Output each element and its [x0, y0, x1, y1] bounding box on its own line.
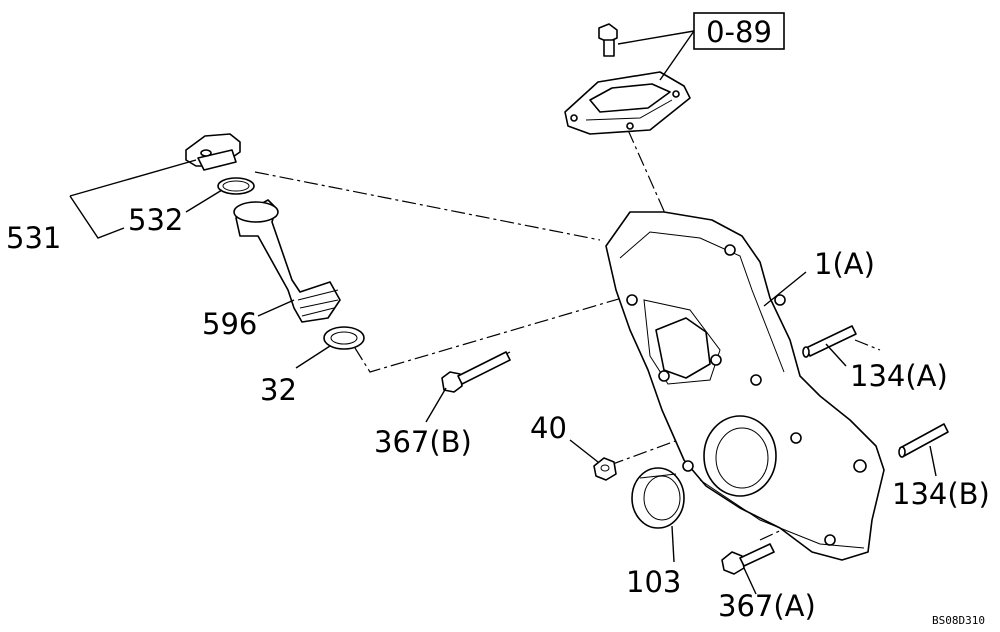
label-367a: 367(A): [718, 589, 816, 623]
label-1a: 1(A): [814, 247, 875, 281]
o-ring-532: [217, 177, 255, 195]
label-134a: 134(A): [850, 359, 948, 393]
reference-box-0-89: 0-89: [617, 12, 785, 81]
stud-134a: [802, 325, 857, 358]
timing-case-1a: [605, 211, 885, 561]
oil-seal-103: [631, 467, 685, 529]
filler-cap-531: [185, 133, 241, 171]
label-532: 532: [128, 203, 183, 237]
bolt-367a: [721, 543, 775, 575]
leader-lines: [69, 159, 937, 595]
label-103: 103: [626, 565, 681, 599]
label-134b: 134(B): [892, 477, 990, 511]
cover-bolt: [598, 23, 618, 57]
figure-code: BS08D310: [932, 614, 985, 627]
label-596: 596: [202, 307, 257, 341]
filler-pipe-596: [233, 199, 341, 323]
label-531: 531: [6, 221, 61, 255]
part-labels: 531 532 596 32 367(B) 40 1(A) 134(A) 134…: [6, 203, 990, 627]
stud-134b: [898, 423, 949, 458]
label-40: 40: [530, 411, 567, 445]
o-ring-32: [323, 326, 365, 350]
nut-40: [593, 457, 617, 481]
label-32: 32: [260, 373, 297, 407]
bolt-367b: [441, 351, 511, 393]
reference-label: 0-89: [706, 15, 772, 49]
valve-cover-plate: [564, 71, 691, 135]
label-367b: 367(B): [374, 425, 472, 459]
